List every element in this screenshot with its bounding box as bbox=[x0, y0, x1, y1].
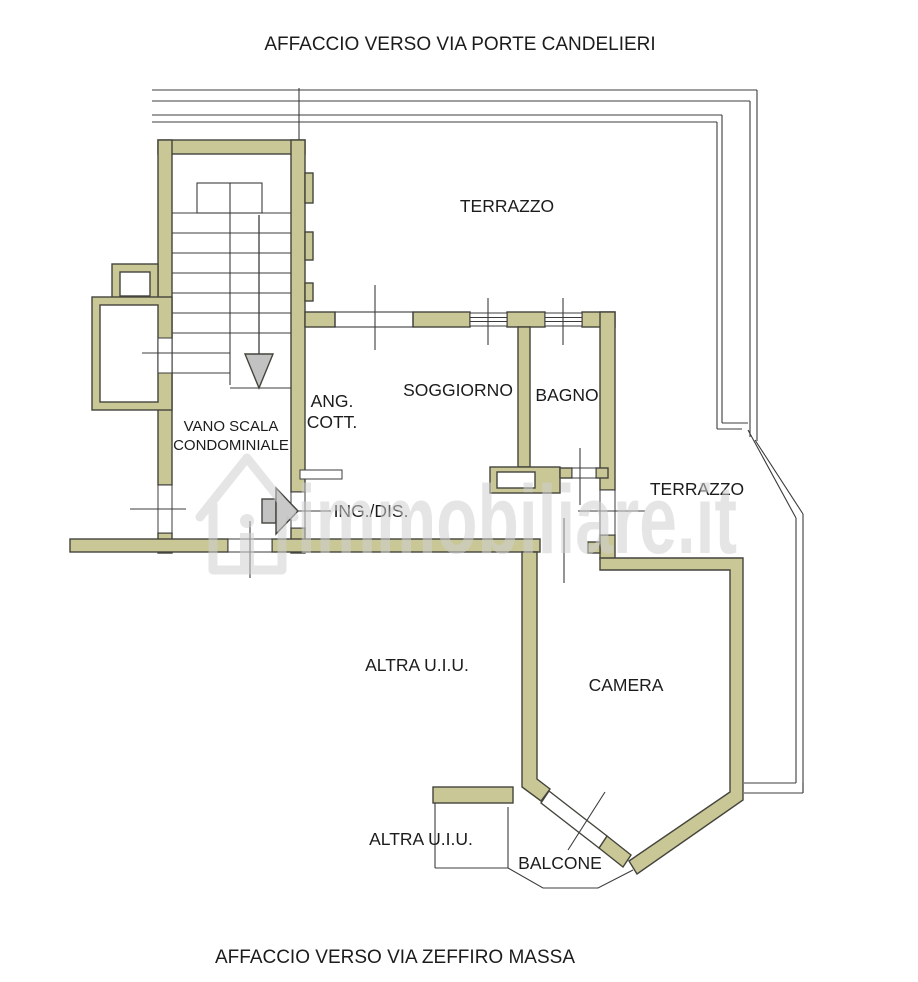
room-label-terrazzo-right: TERRAZZO bbox=[650, 479, 744, 499]
stairs-down-arrow-icon bbox=[243, 215, 275, 390]
watermark-house-icon bbox=[195, 453, 299, 575]
caption-top: AFFACCIO VERSO VIA PORTE CANDELIERI bbox=[264, 34, 655, 55]
bedroom-walls bbox=[521, 551, 744, 875]
room-label-ang-cott-2: COTT. bbox=[307, 412, 358, 432]
room-label-bagno: BAGNO bbox=[535, 385, 598, 405]
caption-bottom: AFFACCIO VERSO VIA ZEFFIRO MASSA bbox=[215, 947, 575, 968]
watermark: immobiliare.it bbox=[195, 453, 737, 575]
north-wall-and-windows bbox=[304, 311, 616, 328]
room-label-ang-cott-1: ANG. bbox=[311, 391, 354, 411]
room-label-balcone: BALCONE bbox=[518, 853, 602, 873]
room-label-vano-scala-2: CONDOMINIALE bbox=[173, 437, 289, 454]
stairwell-walls bbox=[157, 139, 314, 554]
stairs bbox=[172, 182, 291, 390]
room-label-soggiorno: SOGGIORNO bbox=[403, 380, 513, 400]
neighbour-wall bbox=[432, 786, 514, 804]
room-label-ing-dis: ING./DIS. bbox=[334, 501, 409, 521]
room-label-camera: CAMERA bbox=[589, 675, 664, 695]
west-annex-walls bbox=[91, 263, 173, 411]
window-icon bbox=[540, 789, 608, 851]
interior-walls bbox=[489, 311, 616, 560]
room-label-vano-scala-1: VANO SCALA bbox=[184, 418, 279, 435]
watermark-text: immobiliare.it bbox=[297, 465, 737, 574]
door-leaf bbox=[299, 469, 343, 480]
terrace-parapet-lines bbox=[152, 88, 804, 794]
room-label-altra-uiu-bottom: ALTRA U.I.U. bbox=[369, 829, 473, 849]
room-label-altra-uiu-mid: ALTRA U.I.U. bbox=[365, 655, 469, 675]
balcony-outline bbox=[434, 803, 634, 889]
room-label-terrazzo-top: TERRAZZO bbox=[460, 196, 554, 216]
